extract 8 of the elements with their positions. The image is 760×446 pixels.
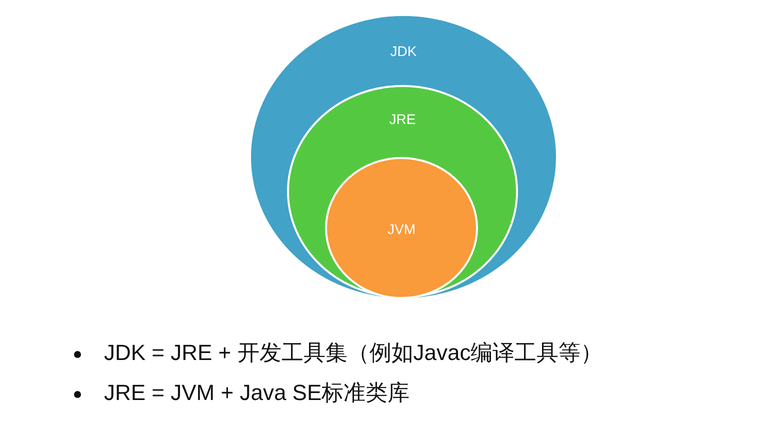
nested-ellipse	[325, 157, 478, 299]
ellipse-label: JDK	[389, 43, 418, 59]
nested-ellipse	[250, 15, 557, 299]
bullet-text: JDK = JRE + 开发工具集（例如Javac编译工具等）	[104, 340, 603, 366]
bullet-text: JRE = JVM + Java SE标准类库	[104, 380, 410, 406]
ellipse-label: JRE	[388, 111, 417, 127]
nested-ellipse	[287, 85, 518, 298]
ellipse-label: JVM	[386, 221, 416, 237]
